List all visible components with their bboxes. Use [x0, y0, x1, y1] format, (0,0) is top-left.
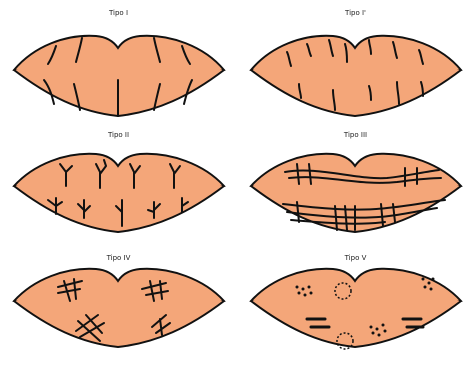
- panel-tipo-1-prime: Tipo I': [237, 0, 474, 122]
- panel-tipo-1: Tipo I: [0, 0, 237, 122]
- lips-tipo-1-illustration: [0, 0, 237, 122]
- panel-tipo-4: Tipo IV: [0, 245, 237, 367]
- lips-tipo-4-illustration: [0, 245, 237, 367]
- panel-tipo-2: Tipo II: [0, 122, 237, 244]
- panel-tipo-5: Tipo V: [237, 245, 474, 367]
- panel-tipo-3: Tipo III: [237, 122, 474, 244]
- lips-tipo-2-illustration: [0, 122, 237, 244]
- lips-tipo-1-prime-illustration: [237, 0, 474, 122]
- lips-tipo-5-illustration: [237, 245, 474, 367]
- lips-tipo-3-illustration: [237, 122, 474, 244]
